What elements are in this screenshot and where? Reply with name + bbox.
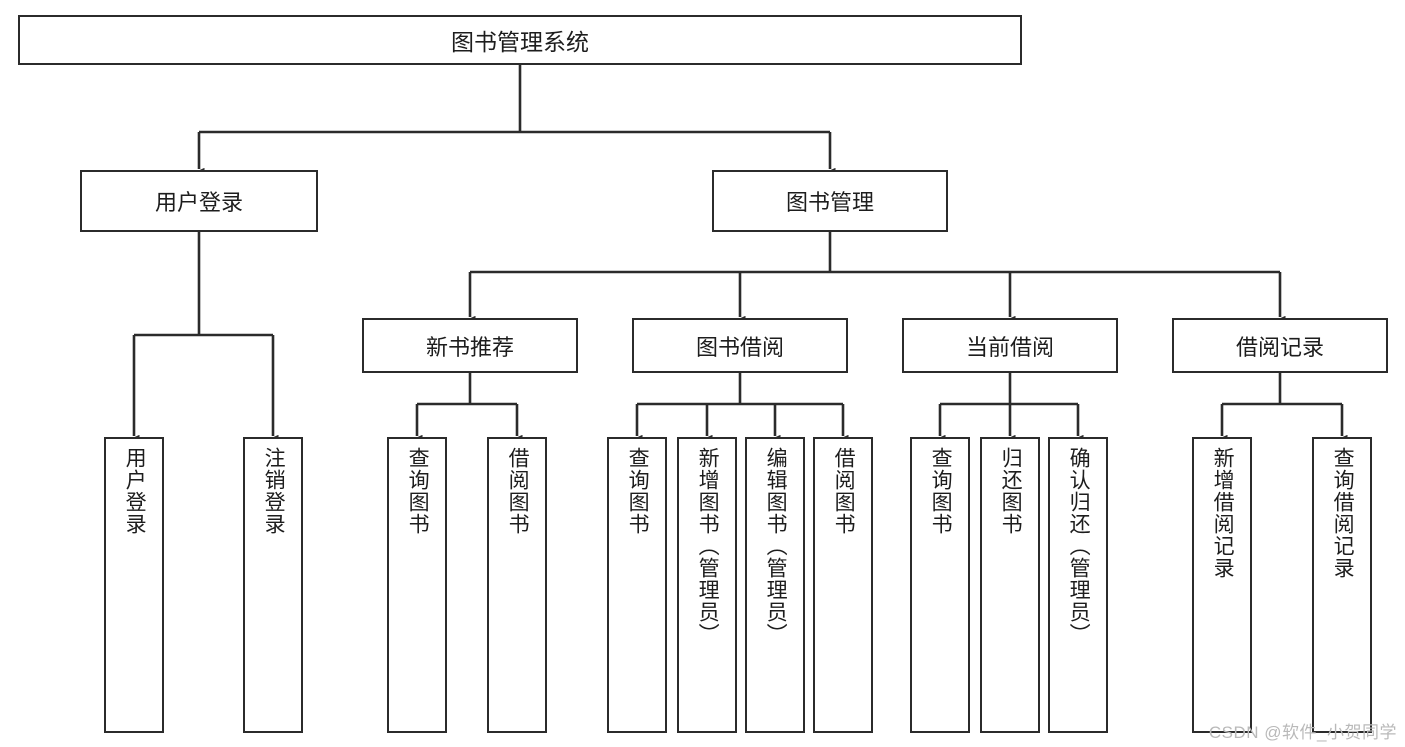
node-label: 用户登录	[123, 447, 147, 535]
node-book-manage[interactable]: 图书管理	[712, 170, 948, 232]
node-leaf-return-book[interactable]: 归还图书	[980, 437, 1040, 733]
node-leaf-query-book-bor[interactable]: 查询图书	[607, 437, 667, 733]
node-label: 查询图书	[626, 447, 650, 535]
node-label: 注销登录	[262, 447, 286, 535]
node-leaf-confirm-return[interactable]: 确认归还（管理员）	[1048, 437, 1108, 733]
node-label: 查询图书	[406, 447, 430, 535]
node-label: 新书推荐	[425, 334, 514, 360]
node-label: 归还图书	[999, 447, 1023, 535]
node-leaf-query-book-rec[interactable]: 查询图书	[387, 437, 447, 733]
node-borrow-record[interactable]: 借阅记录	[1172, 318, 1388, 373]
node-leaf-borrow-book-rec[interactable]: 借阅图书	[487, 437, 547, 733]
node-label: 新增图书（管理员）	[696, 447, 720, 645]
node-leaf-logout[interactable]: 注销登录	[243, 437, 303, 733]
node-leaf-query-record[interactable]: 查询借阅记录	[1312, 437, 1372, 733]
node-label: 确认归还（管理员）	[1067, 447, 1091, 645]
node-new-book-rec[interactable]: 新书推荐	[362, 318, 578, 373]
node-label: 查询借阅记录	[1331, 447, 1355, 579]
node-label: 当前借阅	[965, 334, 1054, 360]
node-user-login[interactable]: 用户登录	[80, 170, 318, 232]
node-label: 借阅图书	[506, 447, 530, 535]
node-label: 编辑图书（管理员）	[764, 447, 788, 645]
node-book-borrow[interactable]: 图书借阅	[632, 318, 848, 373]
node-current-borrow[interactable]: 当前借阅	[902, 318, 1118, 373]
node-leaf-borrow-book-bor[interactable]: 借阅图书	[813, 437, 873, 733]
node-label: 新增借阅记录	[1211, 447, 1235, 579]
node-root[interactable]: 图书管理系统	[18, 15, 1022, 65]
node-label: 借阅记录	[1235, 334, 1324, 360]
node-leaf-add-book[interactable]: 新增图书（管理员）	[677, 437, 737, 733]
node-label: 图书管理	[785, 190, 874, 215]
node-label: 图书管理系统	[451, 29, 589, 55]
csdn-watermark: CSDN @软件_小贺同学	[1208, 723, 1397, 742]
node-label: 查询图书	[929, 447, 953, 535]
node-leaf-user-login[interactable]: 用户登录	[104, 437, 164, 733]
node-label: 用户登录	[154, 190, 243, 215]
node-leaf-query-book-cur[interactable]: 查询图书	[910, 437, 970, 733]
node-leaf-add-record[interactable]: 新增借阅记录	[1192, 437, 1252, 733]
node-leaf-edit-book[interactable]: 编辑图书（管理员）	[745, 437, 805, 733]
node-label: 图书借阅	[695, 334, 784, 360]
node-label: 借阅图书	[832, 447, 856, 535]
